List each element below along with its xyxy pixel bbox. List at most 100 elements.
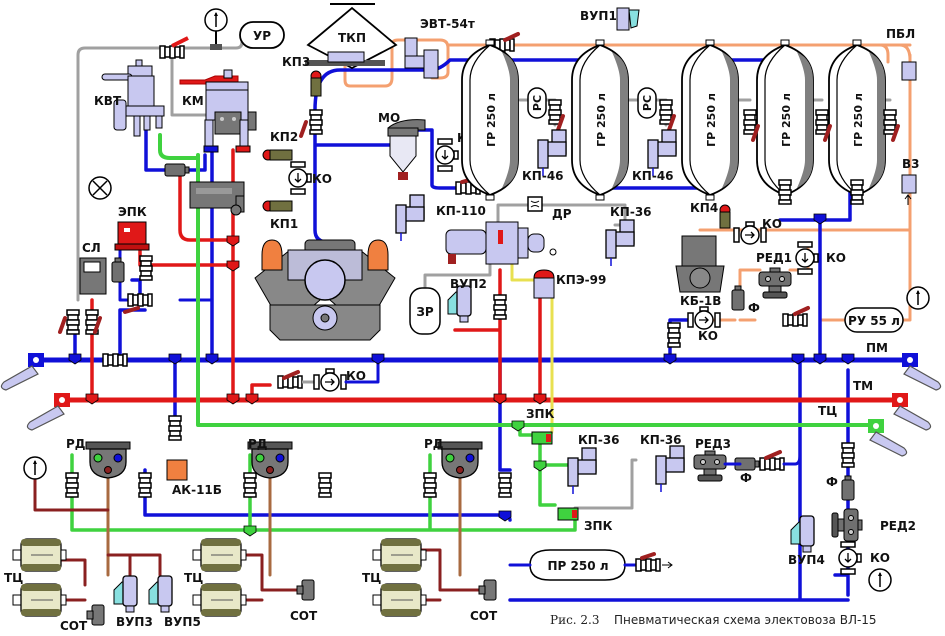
kpe99-label: КПЭ-99	[556, 273, 606, 287]
km-driver-valve[interactable]	[179, 69, 257, 153]
vup4-device	[790, 515, 815, 553]
vup4-label: ВУП4	[788, 553, 825, 567]
kp110-device	[395, 194, 425, 242]
end-cock-tm-right[interactable]	[892, 393, 932, 431]
valve-epk-pm[interactable]	[127, 293, 153, 307]
end-cock-tm-left[interactable]	[26, 393, 70, 431]
drain-valve-3[interactable]	[743, 109, 757, 135]
ko-check-left[interactable]	[288, 161, 312, 195]
kpe99-valve	[533, 269, 555, 299]
valve-rd3-tc[interactable]	[423, 472, 437, 498]
pipe-control-pbl	[878, 43, 912, 64]
valve-red3[interactable]	[759, 457, 785, 471]
ur-label: УР	[253, 29, 271, 43]
valve-kp3[interactable]	[309, 109, 323, 135]
filter-red1	[731, 285, 745, 311]
zr-reservoir: ЗР	[409, 287, 441, 335]
vup5-label: ВУП5	[164, 615, 201, 629]
valve-kb-pm[interactable]	[667, 322, 681, 348]
gr-reservoir-3: ГР 250 л	[681, 39, 739, 201]
compressor	[254, 239, 396, 341]
drain-valve-2[interactable]	[659, 99, 673, 125]
vup2-label: ВУП2	[450, 277, 487, 291]
drain-valve-5[interactable]	[883, 109, 897, 135]
valve-rd2-tc[interactable]	[243, 472, 257, 498]
gr-label-4: ГР 250 л	[780, 93, 793, 147]
gr-outlet-valve-5[interactable]	[850, 179, 864, 205]
filter-red2	[841, 475, 855, 501]
kp36-label-1: КП-36	[578, 433, 620, 447]
tc-cylinder-3a	[372, 538, 427, 572]
end-cock-pm-right[interactable]	[902, 353, 942, 391]
valve-rd2-pm[interactable]	[318, 472, 332, 498]
ko-check-red2[interactable]	[838, 541, 862, 575]
kp1-valve	[262, 200, 293, 212]
kp3-valve	[310, 70, 322, 97]
valve-rd1-tc[interactable]	[65, 472, 79, 498]
valve-292-tm[interactable]	[493, 294, 507, 320]
line-label-tc: ТЦ	[818, 404, 837, 418]
kp36-device-1	[567, 447, 597, 495]
figure-title: Пневматическая схема электовоза ВЛ-15	[614, 613, 877, 627]
valve-epk[interactable]	[139, 255, 153, 281]
pipe-kp36-zpk-gray	[573, 458, 638, 510]
valve-ur-pm[interactable]	[66, 309, 80, 335]
ko-ru-label: КО	[698, 329, 718, 343]
valve-tm-bypass[interactable]	[277, 375, 303, 389]
valve-rd3-pm[interactable]	[498, 472, 512, 498]
kp36-device-top	[605, 219, 635, 267]
air-distributor	[189, 181, 245, 216]
figure-number: Рис. 2.3	[550, 613, 600, 627]
filter-epk	[111, 257, 125, 283]
epk-valve	[114, 221, 150, 251]
drain-valve-4[interactable]	[815, 109, 829, 135]
ko-check-bypass[interactable]	[313, 368, 347, 392]
f-red2-label: Ф	[826, 475, 838, 489]
kp36-label-2: КП-36	[640, 433, 682, 447]
ko-check-mo[interactable]	[435, 138, 459, 172]
end-cock-tc-right[interactable]	[868, 419, 908, 457]
kp36-top-label: КП-36	[610, 205, 652, 219]
epk-label: ЭПК	[118, 205, 147, 219]
three-way-valve-ur[interactable]	[159, 45, 185, 59]
kvt-label: КВТ	[94, 94, 122, 108]
sot-label-1: СОТ	[60, 619, 88, 633]
valve-pr-drain[interactable]	[635, 558, 661, 572]
ru-reservoir: РУ 55 л	[844, 307, 904, 333]
vup2-device	[447, 285, 472, 323]
tc-cylinder-1a	[12, 538, 67, 572]
line-label-tm: ТМ	[853, 379, 873, 393]
pr-label: ПР 250 л	[547, 559, 608, 573]
tc-label-2: ТЦ	[184, 571, 203, 585]
tkp-device: ТКП	[305, 3, 398, 70]
kp36-device-2	[655, 445, 685, 493]
sot-valve-1	[86, 604, 105, 626]
kp46-label-1: КП-46	[522, 169, 564, 183]
kvt-brake-valve[interactable]	[101, 59, 165, 137]
drain-valve-1[interactable]	[548, 99, 562, 125]
kp1-label: КП1	[270, 217, 298, 231]
valve-ak11b[interactable]	[168, 415, 182, 441]
sot-label-2: СОТ	[290, 609, 318, 623]
line-label-pm: ПМ	[866, 341, 888, 355]
evt-54t-device: ЭВТ-54т	[404, 17, 475, 79]
rs-label-2: РС	[641, 95, 654, 111]
filter-kvt	[164, 163, 190, 177]
valve-red2-inlet[interactable]	[841, 442, 855, 468]
dr-choke	[527, 196, 543, 212]
ko-check-red1[interactable]	[795, 241, 819, 275]
valve-rd1-pm[interactable]	[138, 472, 152, 498]
rs-label-1: РС	[531, 95, 544, 111]
sot-valve-3	[478, 579, 497, 601]
pipe-zr-gray	[423, 263, 492, 292]
pbl-label: ПБЛ	[886, 27, 915, 41]
red1-reducer	[758, 267, 792, 299]
valve-pm-main[interactable]	[102, 353, 128, 367]
ko-check-ru[interactable]	[687, 306, 721, 330]
gr-reservoir-2: ГР 250 л	[571, 39, 629, 201]
red3-reducer	[693, 450, 727, 482]
gr-outlet-valve-4[interactable]	[778, 179, 792, 205]
vup1-device	[616, 7, 640, 31]
air-distributor-292	[445, 221, 557, 265]
end-cock-pm-left[interactable]	[0, 353, 44, 391]
